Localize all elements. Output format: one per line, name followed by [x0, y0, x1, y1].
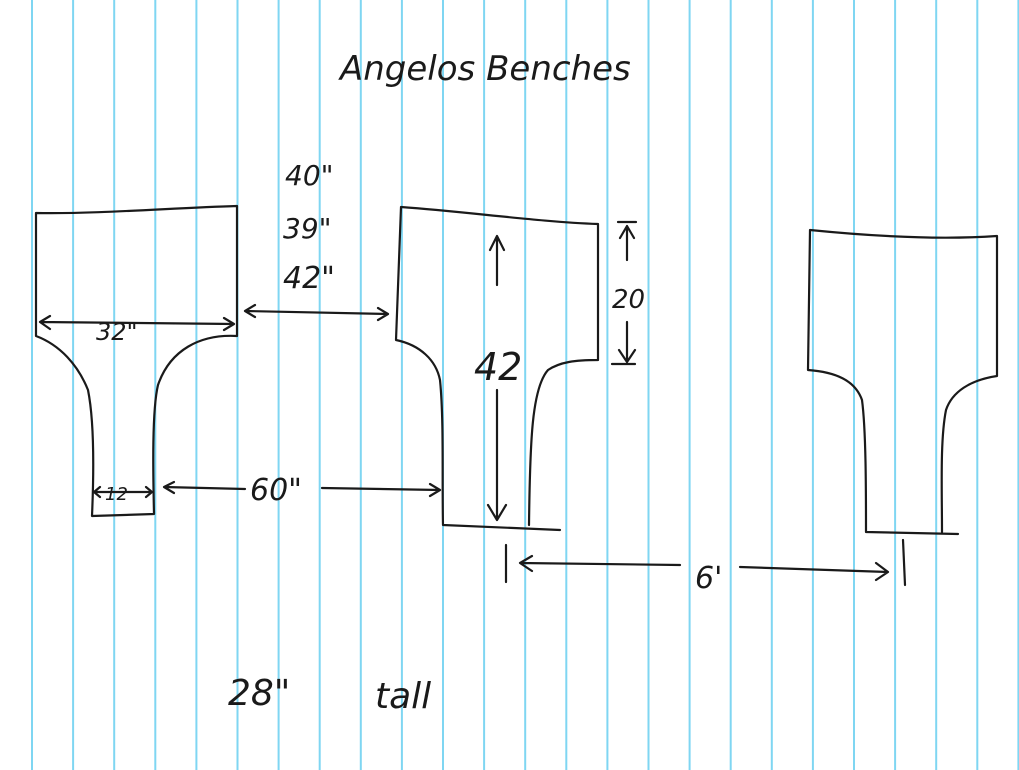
stem-gap-arrow-right	[320, 482, 442, 498]
bench-spacing-label: 6'	[695, 561, 722, 596]
stem-gap-arrow-left	[162, 480, 247, 495]
left-stem-arrow	[92, 485, 154, 499]
left-width-arrow	[38, 314, 236, 332]
height-label: 28"	[228, 673, 290, 714]
right-bench-outline	[806, 228, 999, 536]
left-bench-outline	[34, 204, 239, 518]
left-width-label: 32"	[96, 318, 138, 346]
middle-height-label: 42	[474, 345, 522, 389]
bench-spacing-arrow	[504, 538, 907, 587]
gap-arrow	[243, 303, 390, 322]
left-stem-label: 12	[105, 484, 128, 505]
tall-label: tall	[375, 676, 431, 717]
middle-top-height-arrow	[610, 220, 638, 366]
gap-option-1: 40"	[285, 159, 334, 192]
stem-gap-label: 60"	[250, 473, 302, 508]
gap-option-3: 42"	[283, 261, 335, 296]
sketch-title: Angelos Benches	[338, 49, 631, 89]
gap-option-2: 39"	[283, 212, 332, 245]
middle-bench-outline	[394, 205, 600, 532]
paper-rule-lines	[31, 0, 1019, 770]
middle-top-height-label: 20	[612, 285, 645, 315]
middle-height-arrow	[486, 234, 508, 522]
